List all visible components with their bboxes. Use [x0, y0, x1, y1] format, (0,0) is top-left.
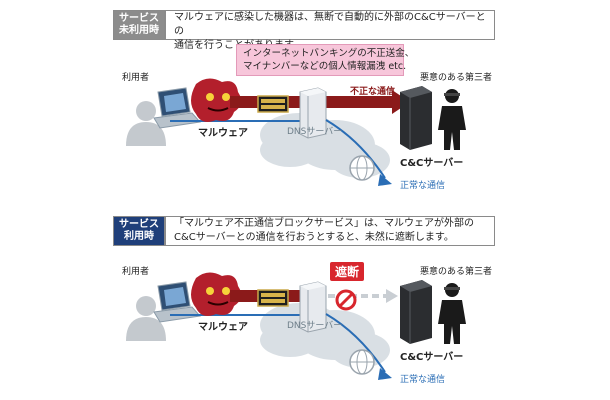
bottom-third-party-label: 悪意のある第三者 — [420, 267, 493, 277]
top-illegal-comm-label: 不正な通信 — [350, 87, 396, 97]
top-third-party-figure — [438, 89, 466, 150]
top-user-silhouette — [126, 101, 166, 146]
bottom-malware-blob — [191, 272, 242, 316]
top-normal-comm-label: 正常な通信 — [400, 181, 446, 191]
callout-line2: マイナンバーなどの個人情報漏洩 etc. — [243, 61, 407, 72]
bottom-desc-line2: C&Cサーバーとの通信を行おうとすると、未然に遮断します。 — [174, 232, 454, 243]
top-cc-server — [400, 86, 432, 150]
bottom-cc-server — [400, 280, 432, 344]
top-dns-label: DNSサーバー — [287, 127, 343, 137]
top-third-party-label: 悪意のある第三者 — [420, 73, 493, 83]
bottom-desc-line1: 「マルウェア不正通信ブロックサービス」は、マルウェアが外部の — [174, 218, 474, 229]
bottom-third-party-figure — [438, 283, 466, 344]
block-icon — [335, 289, 357, 311]
top-cc-server-label: C&Cサーバー — [400, 158, 464, 169]
top-risk-callout: インターネットバンキングの不正送金、 マイナンバーなどの個人情報漏洩 etc. — [236, 44, 415, 76]
top-tag-line1: サービス — [119, 13, 159, 24]
bottom-dns-label: DNSサーバー — [287, 321, 343, 331]
bottom-normal-comm-label: 正常な通信 — [400, 375, 446, 385]
top-malware-blob — [191, 78, 242, 122]
block-label: 遮断 — [330, 262, 365, 281]
bottom-user-silhouette — [126, 296, 166, 341]
top-data-packet — [257, 95, 289, 113]
top-desc-line1: マルウェアに感染した機器は、無断で自動的に外部のC&Cサーバーとの — [174, 12, 486, 37]
top-user-label: 利用者 — [122, 73, 150, 83]
bottom-globe — [349, 349, 375, 375]
bottom-tag-line2: 利用時 — [124, 231, 154, 242]
bottom-cc-server-label: C&Cサーバー — [400, 352, 464, 363]
top-globe — [349, 155, 375, 181]
bottom-tag-line1: サービス — [119, 219, 159, 230]
callout-line1: インターネットバンキングの不正送金、 — [243, 48, 415, 59]
bottom-description: 「マルウェア不正通信ブロックサービス」は、マルウェアが外部の C&Cサーバーとの… — [165, 216, 495, 246]
bottom-data-packet — [257, 289, 289, 307]
bottom-user-label: 利用者 — [122, 267, 150, 277]
bottom-malware-label: マルウェア — [198, 322, 248, 333]
top-normal-arrow — [325, 119, 386, 179]
bottom-laptop — [153, 281, 201, 323]
bottom-normal-arrow — [325, 313, 386, 373]
bottom-dns-server — [299, 281, 327, 333]
top-tag-line2: 未利用時 — [119, 25, 159, 36]
bottom-status-tag: サービス 利用時 — [113, 216, 165, 246]
top-status-tag: サービス 未利用時 — [113, 10, 165, 40]
top-dns-server — [299, 87, 327, 139]
top-malware-label: マルウェア — [198, 128, 248, 139]
